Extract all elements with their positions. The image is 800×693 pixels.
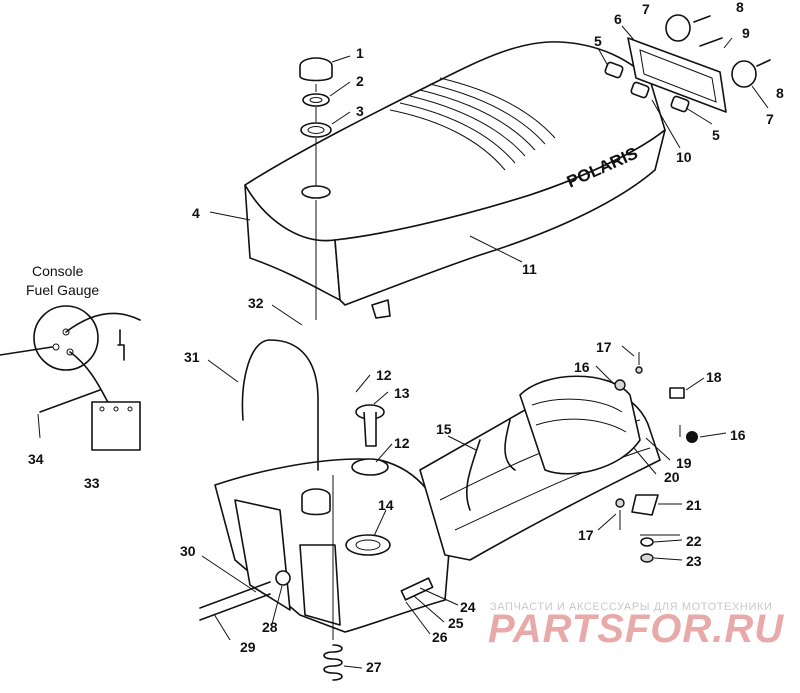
callout-5b: 5 bbox=[712, 127, 720, 143]
fuel-cap-stack bbox=[299, 57, 333, 320]
callout-31: 31 bbox=[184, 349, 200, 365]
callout-9: 9 bbox=[742, 25, 750, 41]
callout-11: 11 bbox=[522, 261, 537, 277]
callout-30: 30 bbox=[180, 543, 196, 559]
watermark-tagline: ЗАПЧАСТИ И АКСЕССУАРЫ ДЛЯ МОТОТЕХНИКИ bbox=[490, 601, 772, 613]
callout-8a: 8 bbox=[736, 0, 744, 15]
callout-1: 1 bbox=[356, 45, 364, 61]
callout-17a: 17 bbox=[596, 339, 612, 355]
callout-18: 18 bbox=[706, 369, 722, 385]
callout-7a: 7 bbox=[642, 1, 650, 17]
callout-6: 6 bbox=[614, 11, 622, 27]
callout-23: 23 bbox=[686, 553, 702, 569]
callout-12b: 12 bbox=[394, 435, 410, 451]
callout-7b: 7 bbox=[766, 111, 774, 127]
callout-3: 3 bbox=[356, 103, 364, 119]
callout-26: 26 bbox=[432, 629, 448, 645]
console-label-line1: Console bbox=[32, 263, 84, 279]
callout-22: 22 bbox=[686, 533, 702, 549]
callout-15: 15 bbox=[436, 421, 452, 437]
callout-10: 10 bbox=[676, 149, 692, 165]
callout-8b: 8 bbox=[776, 85, 784, 101]
callout-numbers: 1 2 3 4 5 6 7 8 9 8 7 5 10 11 32 31 12 1… bbox=[28, 0, 784, 675]
callout-17b: 17 bbox=[578, 527, 594, 543]
leader-lines bbox=[37, 25, 769, 669]
callout-20: 20 bbox=[664, 469, 680, 485]
callout-2: 2 bbox=[356, 73, 364, 89]
callout-12a: 12 bbox=[376, 367, 392, 383]
callout-21: 21 bbox=[686, 497, 702, 513]
callout-13: 13 bbox=[394, 385, 410, 401]
callout-28: 28 bbox=[262, 619, 278, 635]
callout-27: 27 bbox=[366, 659, 382, 675]
callout-16b: 16 bbox=[730, 427, 746, 443]
console-label-line2: Fuel Gauge bbox=[26, 282, 99, 298]
rear-bracket-assembly bbox=[604, 14, 771, 113]
callout-32: 32 bbox=[248, 295, 264, 311]
console-fuel-gauge bbox=[0, 305, 141, 451]
callout-14: 14 bbox=[378, 497, 394, 513]
callout-33: 33 bbox=[84, 475, 100, 491]
seat-assembly bbox=[244, 41, 666, 319]
callout-24: 24 bbox=[460, 599, 476, 615]
fuel-tank-assembly bbox=[199, 339, 698, 681]
callout-5a: 5 bbox=[594, 33, 602, 49]
callout-25: 25 bbox=[448, 615, 464, 631]
watermark-logo: PARTSFOR.RU bbox=[488, 607, 784, 651]
callout-4: 4 bbox=[192, 205, 200, 221]
callout-29: 29 bbox=[240, 639, 256, 655]
callout-19: 19 bbox=[676, 455, 692, 471]
callout-34: 34 bbox=[28, 451, 44, 467]
callout-16a: 16 bbox=[574, 359, 590, 375]
